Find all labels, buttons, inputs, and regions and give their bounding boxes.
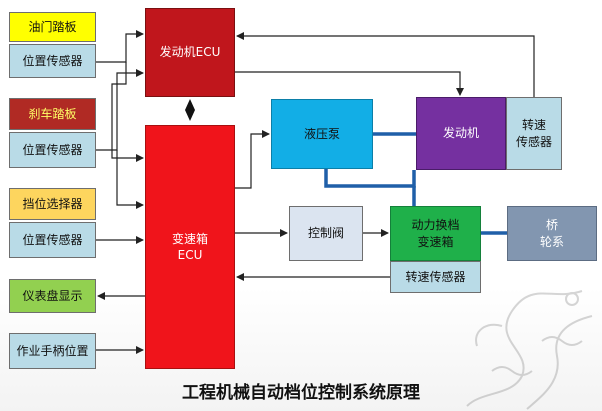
work-handle-box: 作业手柄位置 (9, 333, 96, 369)
transmission-ecu-box: 变速箱 ECU (145, 125, 235, 369)
gear-selector-box: 挡位选择器 (9, 188, 96, 220)
transmission-ecu-label-line1: 变速箱 (171, 231, 208, 246)
engine-box: 发动机 (416, 97, 506, 170)
hydraulic-pump-box: 液压泵 (271, 99, 373, 169)
brake-sensor-box: 位置传感器 (9, 132, 96, 168)
axle-label-line1: 桥 (545, 218, 558, 233)
powershift-label-line2: 变速箱 (417, 234, 454, 249)
engine-ecu-to-engine-arrow (235, 71, 464, 96)
work-handle-label: 作业手柄位置 (16, 343, 89, 358)
gear-sensor-box: 位置传感器 (9, 222, 96, 258)
hydraulic-pump-label: 液压泵 (303, 126, 340, 141)
dashboard-box: 仪表盘显示 (9, 279, 96, 313)
engine-label: 发动机 (442, 126, 479, 141)
axle-box: 桥 轮系 (507, 206, 597, 261)
ecu-link-icon (185, 99, 195, 121)
throttle-pedal-box: 油门踏板 (9, 12, 96, 42)
throttle-sensor-box: 位置传感器 (9, 44, 96, 78)
brake-to-trans-ecu-arrow (116, 150, 144, 209)
brake-pedal-box: 刹车踏板 (9, 98, 96, 130)
throttle-pedal-label: 油门踏板 (28, 19, 77, 34)
powershift-label-line1: 动力换档 (411, 218, 460, 233)
engine-speed-sensor-line1: 转速 (521, 118, 546, 133)
powershift-transmission-box: 动力换档 变速箱 (390, 206, 481, 261)
dragon-watermark-icon (466, 290, 593, 410)
gear-sensor-label: 位置传感器 (22, 232, 83, 247)
control-valve-box: 控制阀 (289, 206, 363, 261)
engine-to-powershift-shaft (324, 169, 416, 188)
brake-pedal-label: 刹车踏板 (28, 106, 77, 121)
output-speed-sensor-box: 转速传感器 (390, 261, 481, 293)
trans-ecu-to-pump-arrow (235, 130, 270, 189)
throttle-to-trans-ecu-arrow (111, 62, 144, 162)
engine-ecu-box: 发动机ECU (145, 8, 235, 97)
brake-to-engine-ecu-arrow (96, 69, 144, 151)
axle-label-line2: 轮系 (539, 234, 564, 249)
throttle-to-engine-ecu-arrow (96, 30, 144, 63)
gear-selector-label: 挡位选择器 (22, 196, 83, 211)
engine-speed-sensor-line2: 传感器 (515, 134, 552, 149)
dashboard-label: 仪表盘显示 (22, 288, 83, 303)
control-valve-label: 控制阀 (307, 226, 344, 241)
throttle-sensor-label: 位置传感器 (22, 53, 83, 68)
output-speed-sensor-label: 转速传感器 (405, 269, 466, 284)
transmission-ecu-label-line2: ECU (177, 248, 203, 262)
diagram-caption: 工程机械自动档位控制系统原理 (182, 383, 420, 403)
brake-sensor-label: 位置传感器 (22, 142, 83, 157)
engine-speed-sensor-box: 转速 传感器 (506, 97, 562, 170)
engine-ecu-label: 发动机ECU (159, 45, 221, 60)
speed-sensor-to-engine-ecu-arrow (236, 32, 535, 97)
